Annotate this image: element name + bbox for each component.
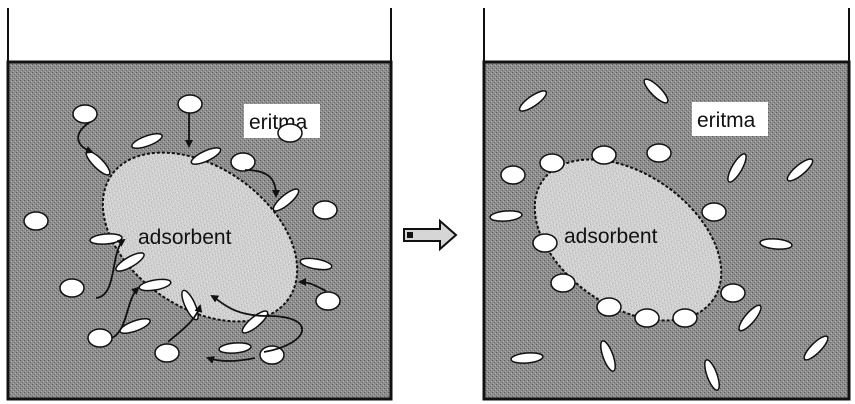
molecule-circle bbox=[231, 153, 255, 171]
molecule-circle bbox=[721, 284, 745, 302]
molecule-circle bbox=[673, 309, 697, 327]
right-solution-label: eritma bbox=[697, 109, 756, 132]
right-adsorbent-label: adsorbent bbox=[564, 225, 658, 248]
molecule-circle bbox=[540, 154, 564, 172]
molecule-circle bbox=[533, 234, 557, 252]
right-arrow-icon bbox=[404, 221, 456, 249]
molecule-circle bbox=[178, 95, 202, 113]
molecule-circle bbox=[597, 298, 621, 316]
molecule-circle bbox=[592, 146, 616, 164]
molecule-circle bbox=[73, 105, 97, 123]
molecule-circle bbox=[316, 292, 340, 310]
molecule-circle bbox=[647, 144, 671, 162]
molecule-circle bbox=[635, 309, 659, 327]
left-beaker: eritma adsorbent bbox=[8, 8, 391, 399]
molecule-circle bbox=[501, 166, 525, 184]
molecule-circle bbox=[88, 329, 112, 347]
molecule-circle bbox=[551, 274, 575, 292]
molecule-circle bbox=[155, 344, 179, 362]
molecule-circle bbox=[24, 212, 48, 230]
left-adsorbent-label: adsorbent bbox=[138, 226, 232, 249]
molecule-circle bbox=[278, 124, 302, 142]
molecule-circle bbox=[313, 201, 337, 219]
molecule-circle bbox=[60, 279, 84, 297]
molecule-circle bbox=[702, 203, 726, 221]
right-beaker: eritma adsorbent bbox=[484, 8, 849, 399]
